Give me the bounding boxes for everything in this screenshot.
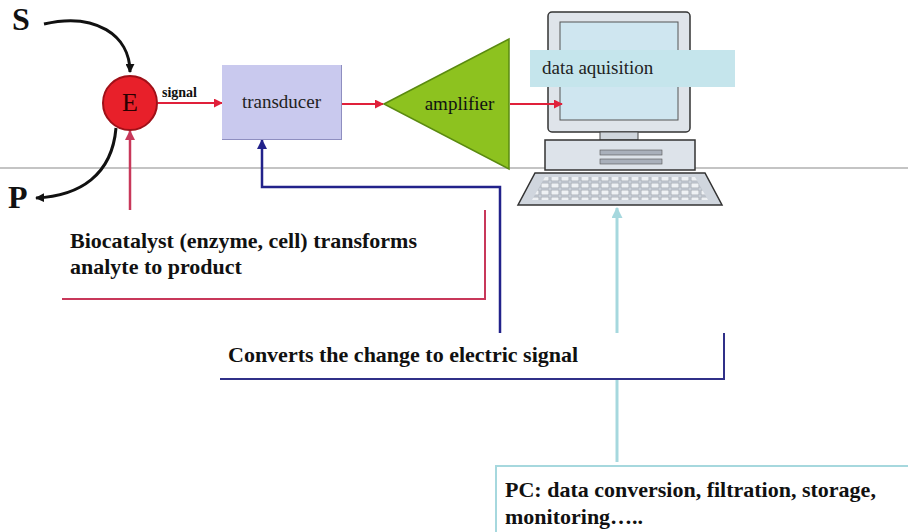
- keyboard: [518, 173, 722, 205]
- node-text: E: [122, 87, 138, 118]
- connector-arrow: [342, 103, 383, 105]
- species-label: P: [8, 180, 28, 215]
- baseline: [0, 167, 908, 169]
- callout-box: Converts the change to electric signal: [220, 333, 725, 380]
- node-text: Converts the change to electric signal: [228, 342, 578, 368]
- connector-arrow: [129, 131, 132, 210]
- keyboard-keys: [532, 177, 708, 200]
- connector-arrow: [158, 102, 222, 104]
- amplifier-shape: [384, 39, 509, 169]
- enzyme-circle: E: [102, 75, 158, 131]
- species-label: S: [12, 2, 30, 37]
- amplifier-triangle: amplifier: [383, 38, 510, 170]
- node-text: PC: data conversion, filtration, storage…: [505, 477, 885, 530]
- transducer-box: transducer: [222, 65, 342, 140]
- drive-slot: [600, 150, 662, 155]
- callout-box: Biocatalyst (enzyme, cell) transforms an…: [62, 210, 486, 300]
- node-text: data aquisition: [542, 57, 653, 80]
- node-text: amplifier: [425, 93, 495, 116]
- edge-label: signal: [160, 85, 199, 100]
- pc-case: [545, 140, 695, 170]
- product-arrow: [36, 128, 116, 198]
- callout-box: PC: data conversion, filtration, storage…: [495, 465, 908, 532]
- substrate-arrow: [44, 21, 130, 72]
- enzyme-shape: [103, 76, 157, 130]
- monitor-stand: [600, 132, 638, 140]
- data-acquisition-box: data aquisition: [530, 50, 735, 87]
- computer-icon: [518, 12, 722, 205]
- signal-arrow: [510, 103, 562, 105]
- node-text: Biocatalyst (enzyme, cell) transforms an…: [70, 228, 420, 281]
- drive-slot: [600, 159, 662, 164]
- node-text: transducer: [242, 91, 321, 114]
